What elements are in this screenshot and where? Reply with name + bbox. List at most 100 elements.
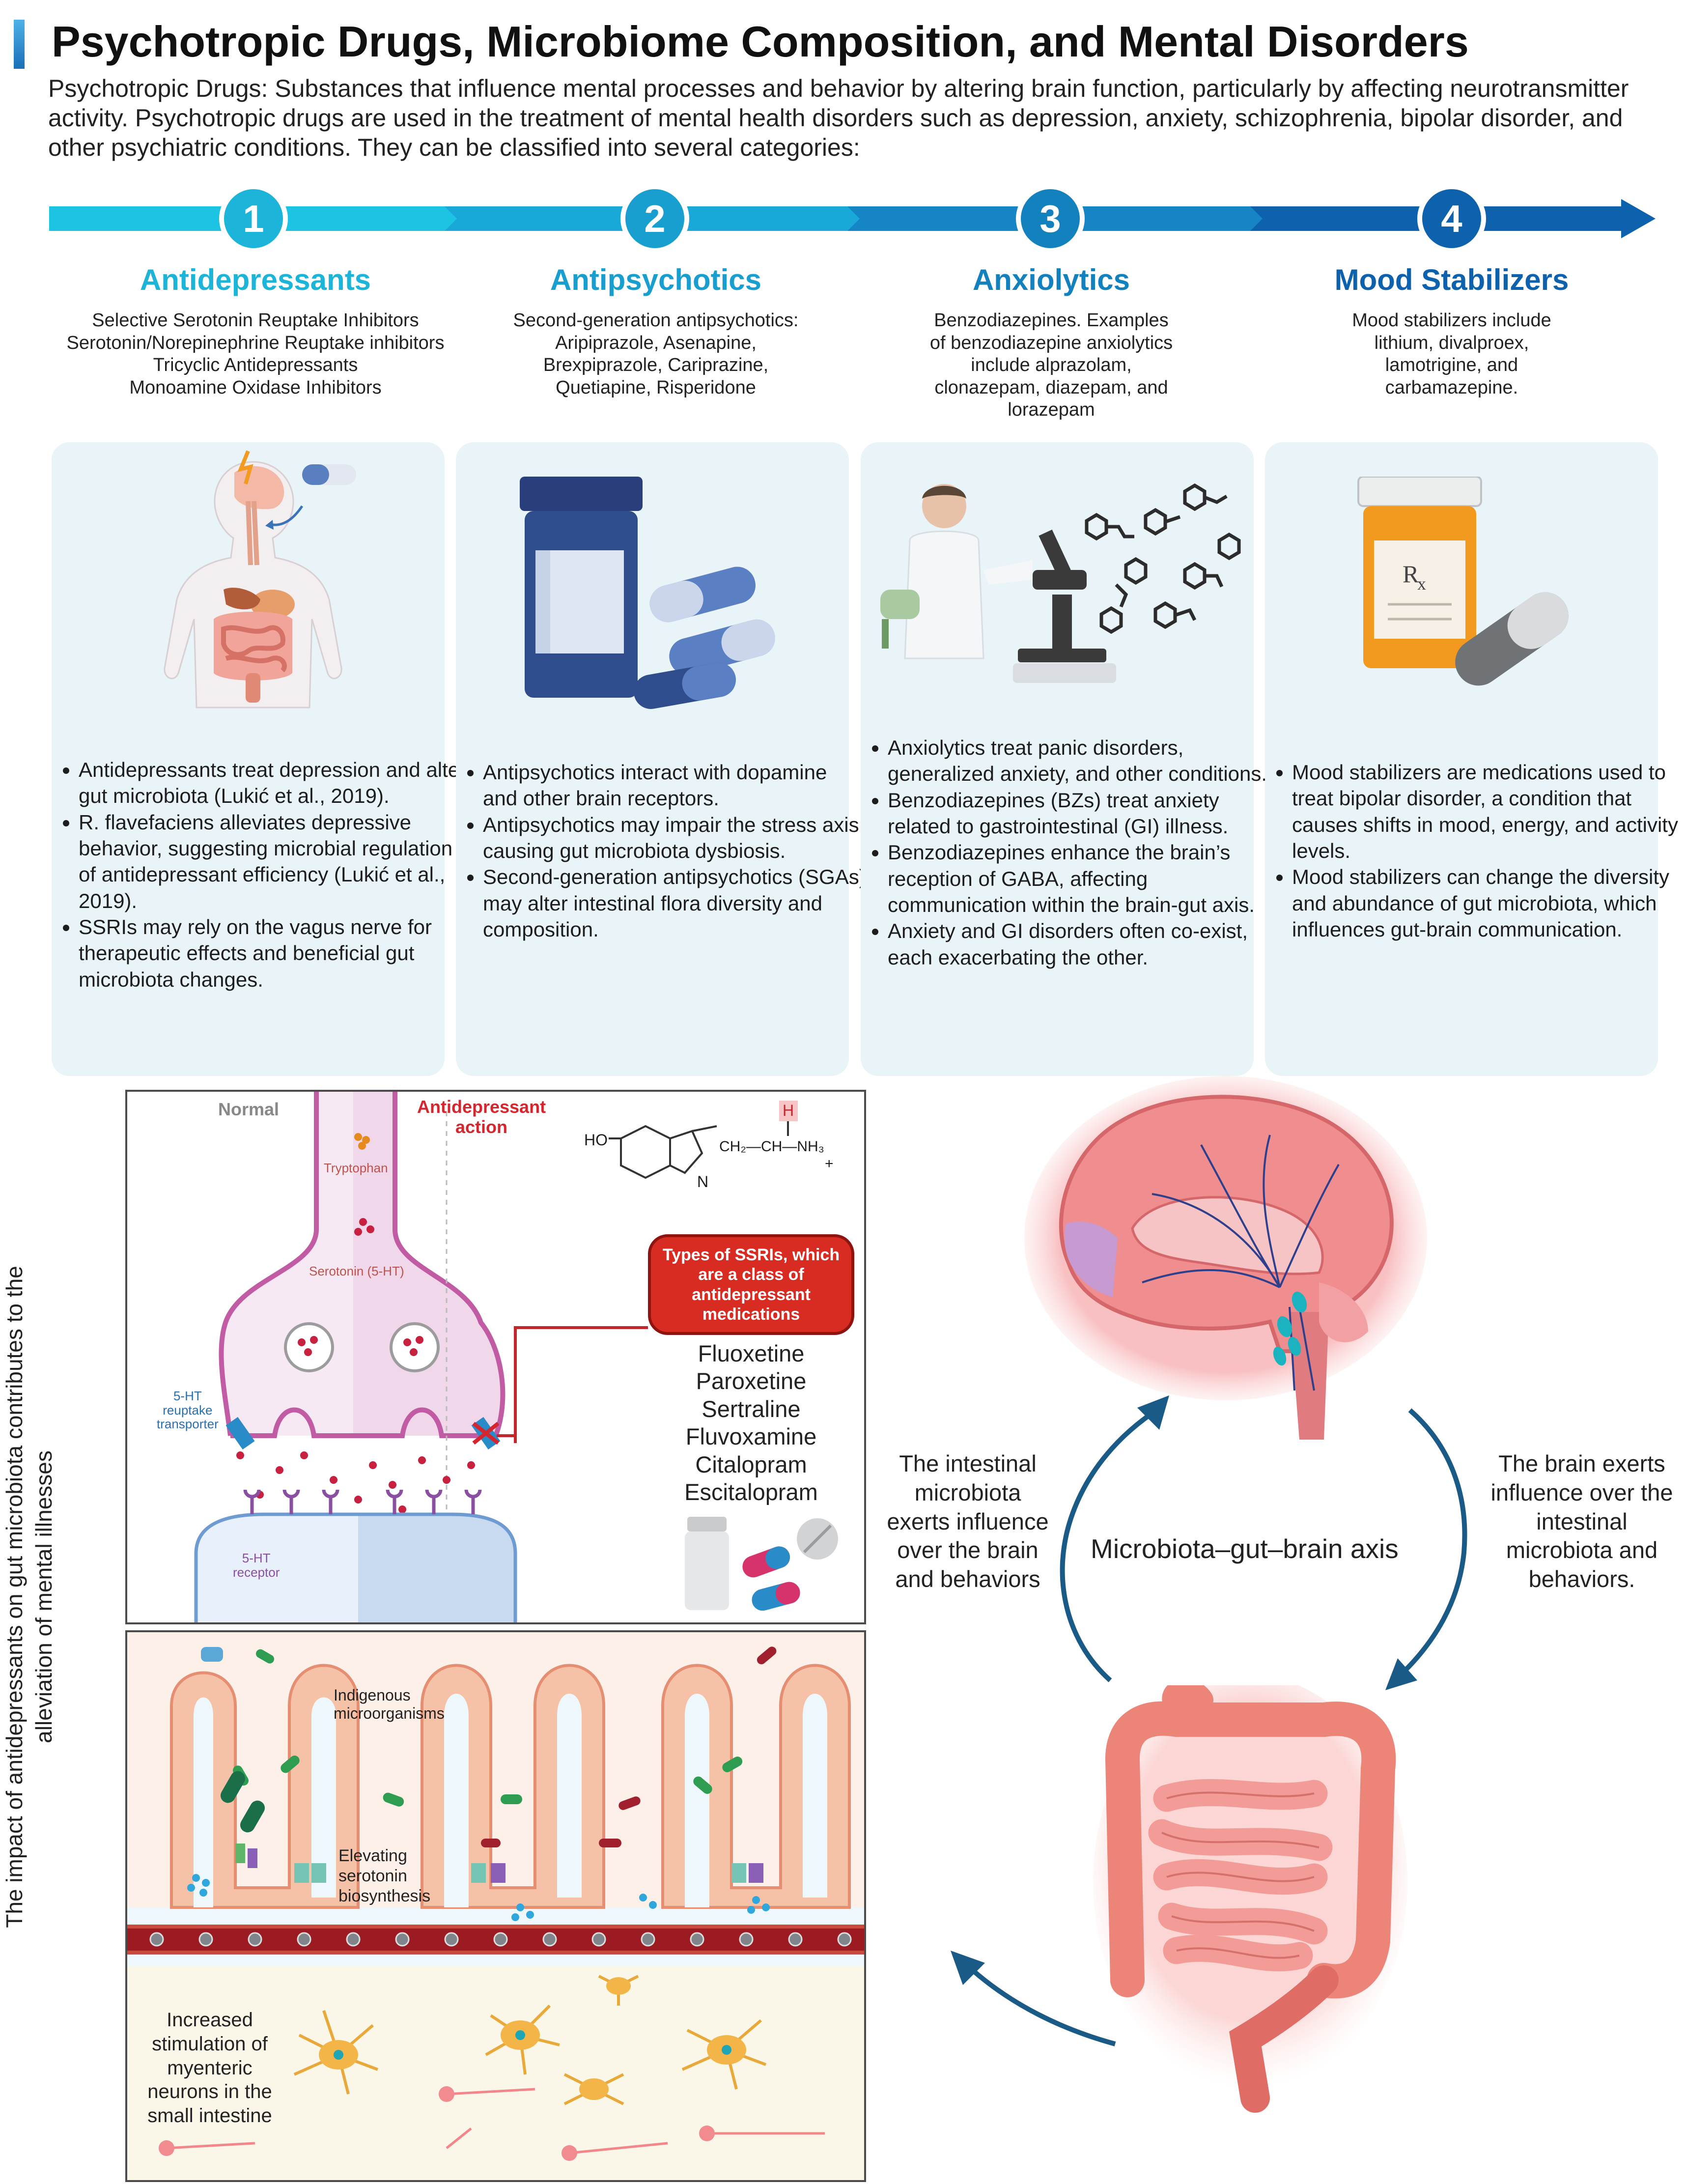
desc-line: Monoamine Oxidase Inhibitors bbox=[129, 377, 382, 398]
ssri-types-callout: Types of SSRIs, which are a class of ant… bbox=[648, 1234, 854, 1335]
molecule-ho: HO bbox=[584, 1131, 608, 1149]
bullet-item: Anxiety and GI disorders often co-exist,… bbox=[888, 918, 1276, 970]
axis-left-text: The intestinal microbiota exerts influen… bbox=[887, 1450, 1049, 1592]
category-title-antipsychotics: Antipsychotics bbox=[550, 263, 762, 296]
bullet-item: Antipsychotics may impair the stress axi… bbox=[483, 812, 866, 864]
receptor-line: receptor bbox=[233, 1564, 280, 1580]
svg-text:x: x bbox=[1417, 574, 1426, 594]
desc-line: lithium, divalproex, bbox=[1374, 332, 1529, 353]
category-title-anxiolytics: Anxiolytics bbox=[972, 263, 1130, 296]
label-reuptake-transporter: 5-HT reuptake transporter bbox=[157, 1389, 219, 1431]
molecule-h: H bbox=[783, 1102, 794, 1119]
intro-paragraph: Psychotropic Drugs: Substances that infl… bbox=[48, 75, 1629, 161]
axis-center-label: Microbiota–gut–brain axis bbox=[1091, 1533, 1399, 1564]
page-title: Psychotropic Drugs, Microbiome Compositi… bbox=[52, 17, 1469, 66]
label-normal: Normal bbox=[218, 1099, 280, 1119]
scientist-microscope-molecules-illustration bbox=[880, 483, 1241, 683]
card-antipsychotics: Antipsychotics interact with dopamine an… bbox=[456, 442, 866, 1076]
category-desc-antipsychotics: Second-generation antipsychotics: Aripip… bbox=[454, 310, 857, 399]
desc-line: Benzodiazepines. Examples bbox=[934, 310, 1169, 331]
desc-line: Aripiprazole, Asenapine, bbox=[555, 332, 757, 353]
bullet-item: Anxiolytics treat panic disorders, gener… bbox=[888, 735, 1276, 787]
step-3-number: 3 bbox=[1039, 197, 1061, 240]
desc-line: carbamazepine. bbox=[1385, 377, 1518, 398]
label-indigenous-microorganisms: Indigenous microorganisms bbox=[334, 1686, 445, 1722]
step-4-number: 4 bbox=[1441, 197, 1462, 240]
receptor-line: 5-HT bbox=[242, 1551, 271, 1565]
step-1-number: 1 bbox=[243, 197, 264, 240]
category-title-antidepressants: Antidepressants bbox=[140, 263, 371, 296]
transporter-line: transporter bbox=[157, 1417, 219, 1432]
label-tryptophan: Tryptophan bbox=[324, 1161, 388, 1175]
medication-icons bbox=[685, 1517, 838, 1611]
molecule-plus: + bbox=[825, 1156, 834, 1172]
desc-line: Selective Serotonin Reuptake Inhibitors bbox=[92, 310, 419, 331]
molecule-n: N bbox=[697, 1173, 709, 1191]
step-2-number: 2 bbox=[644, 197, 666, 240]
svg-text:R: R bbox=[1403, 560, 1419, 588]
desc-line: include alprazolam, bbox=[971, 355, 1132, 376]
drug-item: Fluvoxamine bbox=[685, 1423, 817, 1450]
category-title-mood-stabilizers: Mood Stabilizers bbox=[1334, 263, 1569, 296]
card-mood-stabilizers: R x Mood stabilizers are medications use… bbox=[1265, 442, 1678, 1076]
drug-item: Paroxetine bbox=[696, 1368, 807, 1394]
ssri-drug-list: Fluoxetine Paroxetine Sertraline Fluvoxa… bbox=[648, 1340, 854, 1506]
antidepressants-bullets: Antidepressants treat depression and alt… bbox=[42, 757, 467, 993]
step-3-circle: 3 bbox=[1016, 184, 1085, 253]
intestine-illustration bbox=[1093, 1685, 1407, 2113]
intestinal-villi-illustration bbox=[127, 1632, 864, 2180]
desc-line: lamotrigine, and bbox=[1385, 355, 1518, 376]
action-line-2: action bbox=[455, 1117, 508, 1137]
pill-bottle-and-capsules-illustration bbox=[520, 477, 775, 709]
bullet-item: R. flavefaciens alleviates depressive be… bbox=[79, 809, 467, 914]
step-1-circle: 1 bbox=[219, 184, 288, 253]
action-line-1: Antidepressant bbox=[417, 1097, 546, 1117]
label-serotonin: Serotonin (5-HT) bbox=[309, 1264, 404, 1278]
human-body-digestive-illustration bbox=[164, 450, 356, 709]
desc-line: lorazepam bbox=[1008, 399, 1095, 421]
synapse-illustration bbox=[194, 1092, 798, 1622]
anxiolytics-bullets: Anxiolytics treat panic disorders, gener… bbox=[851, 735, 1276, 970]
card-anxiolytics: Anxiolytics treat panic disorders, gener… bbox=[861, 442, 1267, 1076]
label-5ht-receptor: 5-HT receptor bbox=[233, 1551, 280, 1579]
vertical-caption-text: The impact of antidepressants on gut mic… bbox=[1, 1266, 56, 1928]
axis-right-text: The brain exerts influence over the inte… bbox=[1490, 1450, 1673, 1592]
bullet-item: Mood stabilizers are medications used to… bbox=[1292, 759, 1680, 864]
title-accent-bar bbox=[14, 20, 25, 69]
desc-line: Quetiapine, Risperidone bbox=[556, 377, 756, 398]
rx-bottle-and-capsule-illustration: R x bbox=[1357, 477, 1569, 686]
molecule-chain: CH₂—CH—NH₃ bbox=[719, 1138, 824, 1155]
drug-item: Escitalopram bbox=[684, 1478, 818, 1505]
timeline-arrow-band bbox=[49, 199, 1656, 238]
desc-line: Mood stabilizers include bbox=[1352, 310, 1551, 331]
label-antidepressant-action: Antidepressant action bbox=[417, 1097, 546, 1137]
gut-lining-panel: Indigenous microorganisms Elevating sero… bbox=[125, 1630, 866, 2182]
transporter-line: 5-HT bbox=[173, 1389, 202, 1403]
drug-item: Fluoxetine bbox=[698, 1340, 805, 1366]
desc-line: clonazepam, diazepam, and bbox=[934, 377, 1168, 398]
axis-cycle-arrows bbox=[951, 1395, 1467, 2046]
bullet-item: Antipsychotics interact with dopamine an… bbox=[483, 759, 866, 812]
category-desc-mood-stabilizers: Mood stabilizers include lithium, divalp… bbox=[1250, 310, 1653, 399]
bullet-item: Antidepressants treat depression and alt… bbox=[79, 757, 467, 809]
antipsychotics-bullets: Antipsychotics interact with dopamine an… bbox=[446, 759, 866, 942]
drug-item: Citalopram bbox=[695, 1451, 807, 1477]
desc-line: Tricyclic Antidepressants bbox=[153, 355, 358, 376]
bullet-item: SSRIs may rely on the vagus nerve for th… bbox=[79, 914, 467, 993]
desc-line: Serotonin/Norepinephrine Reuptake inhibi… bbox=[66, 332, 445, 353]
step-4-circle: 4 bbox=[1417, 184, 1486, 253]
card-antidepressants: Antidepressants treat depression and alt… bbox=[52, 442, 466, 1076]
drug-item: Sertraline bbox=[702, 1395, 801, 1422]
label-myenteric-neurons: Increased stimulation of myenteric neuro… bbox=[147, 2009, 272, 2127]
bullet-item: Mood stabilizers can change the diversit… bbox=[1292, 864, 1680, 942]
transporter-line: reuptake bbox=[163, 1402, 213, 1418]
bullet-item: Second-generation antipsychotics (SGAs) … bbox=[483, 864, 866, 942]
category-desc-anxiolytics: Benzodiazepines. Examples of benzodiazep… bbox=[850, 310, 1253, 422]
step-2-circle: 2 bbox=[620, 184, 689, 253]
category-desc-antidepressants: Selective Serotonin Reuptake Inhibitors … bbox=[54, 310, 457, 399]
desc-line: Brexpiprazole, Cariprazine, bbox=[543, 355, 769, 376]
mood-stabilizers-bullets: Mood stabilizers are medications used to… bbox=[1255, 759, 1680, 942]
brain-illustration bbox=[1024, 1076, 1427, 1440]
vertical-caption: The impact of antidepressants on gut mic… bbox=[0, 1233, 69, 1960]
synapse-panel: Normal Antidepressant action Tryptophan … bbox=[125, 1090, 866, 1624]
